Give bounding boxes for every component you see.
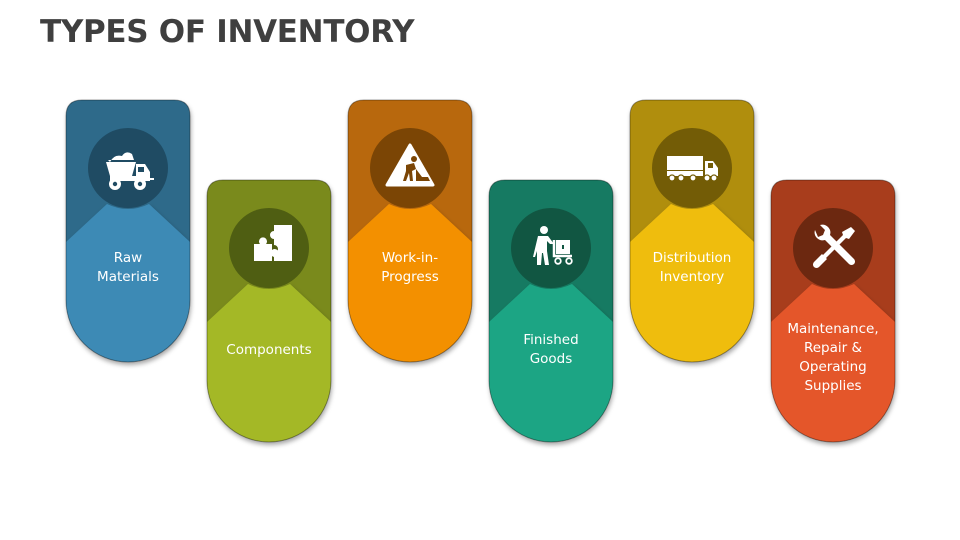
card-label-line: Supplies [804, 378, 862, 394]
card-bottom-panel [207, 284, 331, 442]
semi-truck-icon [652, 128, 732, 208]
card-label-line: Distribution [652, 250, 732, 266]
card-label-line: Repair & [803, 340, 863, 356]
card-bottom-panel [630, 204, 754, 362]
construction-sign-icon [370, 128, 450, 208]
card-label: Components [207, 341, 331, 360]
card-bottom-panel [66, 204, 190, 362]
card-border [488, 179, 614, 443]
page-title: TYPES OF INVENTORY [40, 14, 415, 50]
puzzle-icon [229, 208, 309, 288]
card-label-line: Work-in- [381, 250, 439, 266]
hand-truck-worker-icon [511, 208, 591, 288]
card-border [65, 99, 191, 363]
card-border [347, 99, 473, 363]
dump-truck-icon [88, 128, 168, 208]
icon-circle [511, 208, 591, 288]
card-shape [770, 179, 896, 443]
card-bottom-panel [771, 284, 895, 442]
card-label-line: Materials [97, 269, 159, 285]
card-label-line: Inventory [659, 269, 725, 285]
card-shape [629, 99, 755, 363]
card-border [206, 179, 332, 443]
card-label-line: Components [226, 341, 312, 358]
card-border [629, 99, 755, 363]
card-label-line: Goods [529, 351, 573, 367]
card-label-line: Finished [523, 332, 579, 348]
card-label-line: Progress [381, 269, 439, 285]
card-label-line: Operating [799, 359, 867, 375]
wrench-screwdriver-icon [793, 208, 873, 288]
card-label: Work-in- Progress [348, 249, 472, 287]
card-bottom-panel [348, 204, 472, 362]
inventory-card: Work-in- Progress [347, 99, 473, 363]
card-border [770, 179, 896, 443]
inventory-card: Components [206, 179, 332, 443]
card-label-line: Raw [113, 250, 143, 266]
card-bottom-panel [489, 284, 613, 442]
card-label-line: Maintenance, [787, 321, 879, 337]
card-shape [488, 179, 614, 443]
